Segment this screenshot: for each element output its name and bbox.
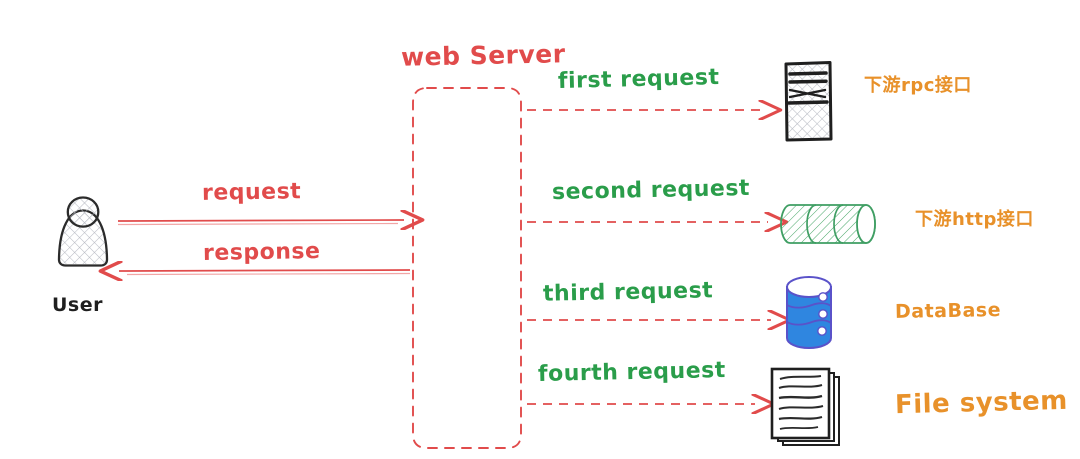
document-stack-icon: [770, 367, 840, 446]
response-arrow-label: response: [202, 238, 321, 267]
user-request-arrow: [117, 220, 404, 225]
database-cylinder-icon: [786, 276, 832, 349]
third-request-label: third request: [542, 278, 714, 307]
second-request-label: second request: [551, 175, 751, 206]
user-response-arrow: [119, 270, 411, 275]
database-target-label: DataBase: [894, 299, 1002, 323]
user-label: User: [52, 294, 103, 316]
page-title: web Server: [400, 39, 566, 72]
web-server-box: [412, 87, 522, 449]
request-arrow-label: request: [201, 179, 302, 206]
rpc-target-label: 下游rpc接口: [864, 75, 972, 96]
server-rack-icon: [784, 61, 833, 142]
pipeline-cylinder-icon: [780, 204, 876, 244]
http-target-label: 下游http接口: [915, 209, 1034, 230]
user-avatar-icon: [57, 196, 109, 267]
filesystem-target-label: File system: [894, 385, 1069, 421]
fourth-request-label: fourth request: [537, 358, 726, 387]
first-request-label: first request: [557, 65, 720, 94]
